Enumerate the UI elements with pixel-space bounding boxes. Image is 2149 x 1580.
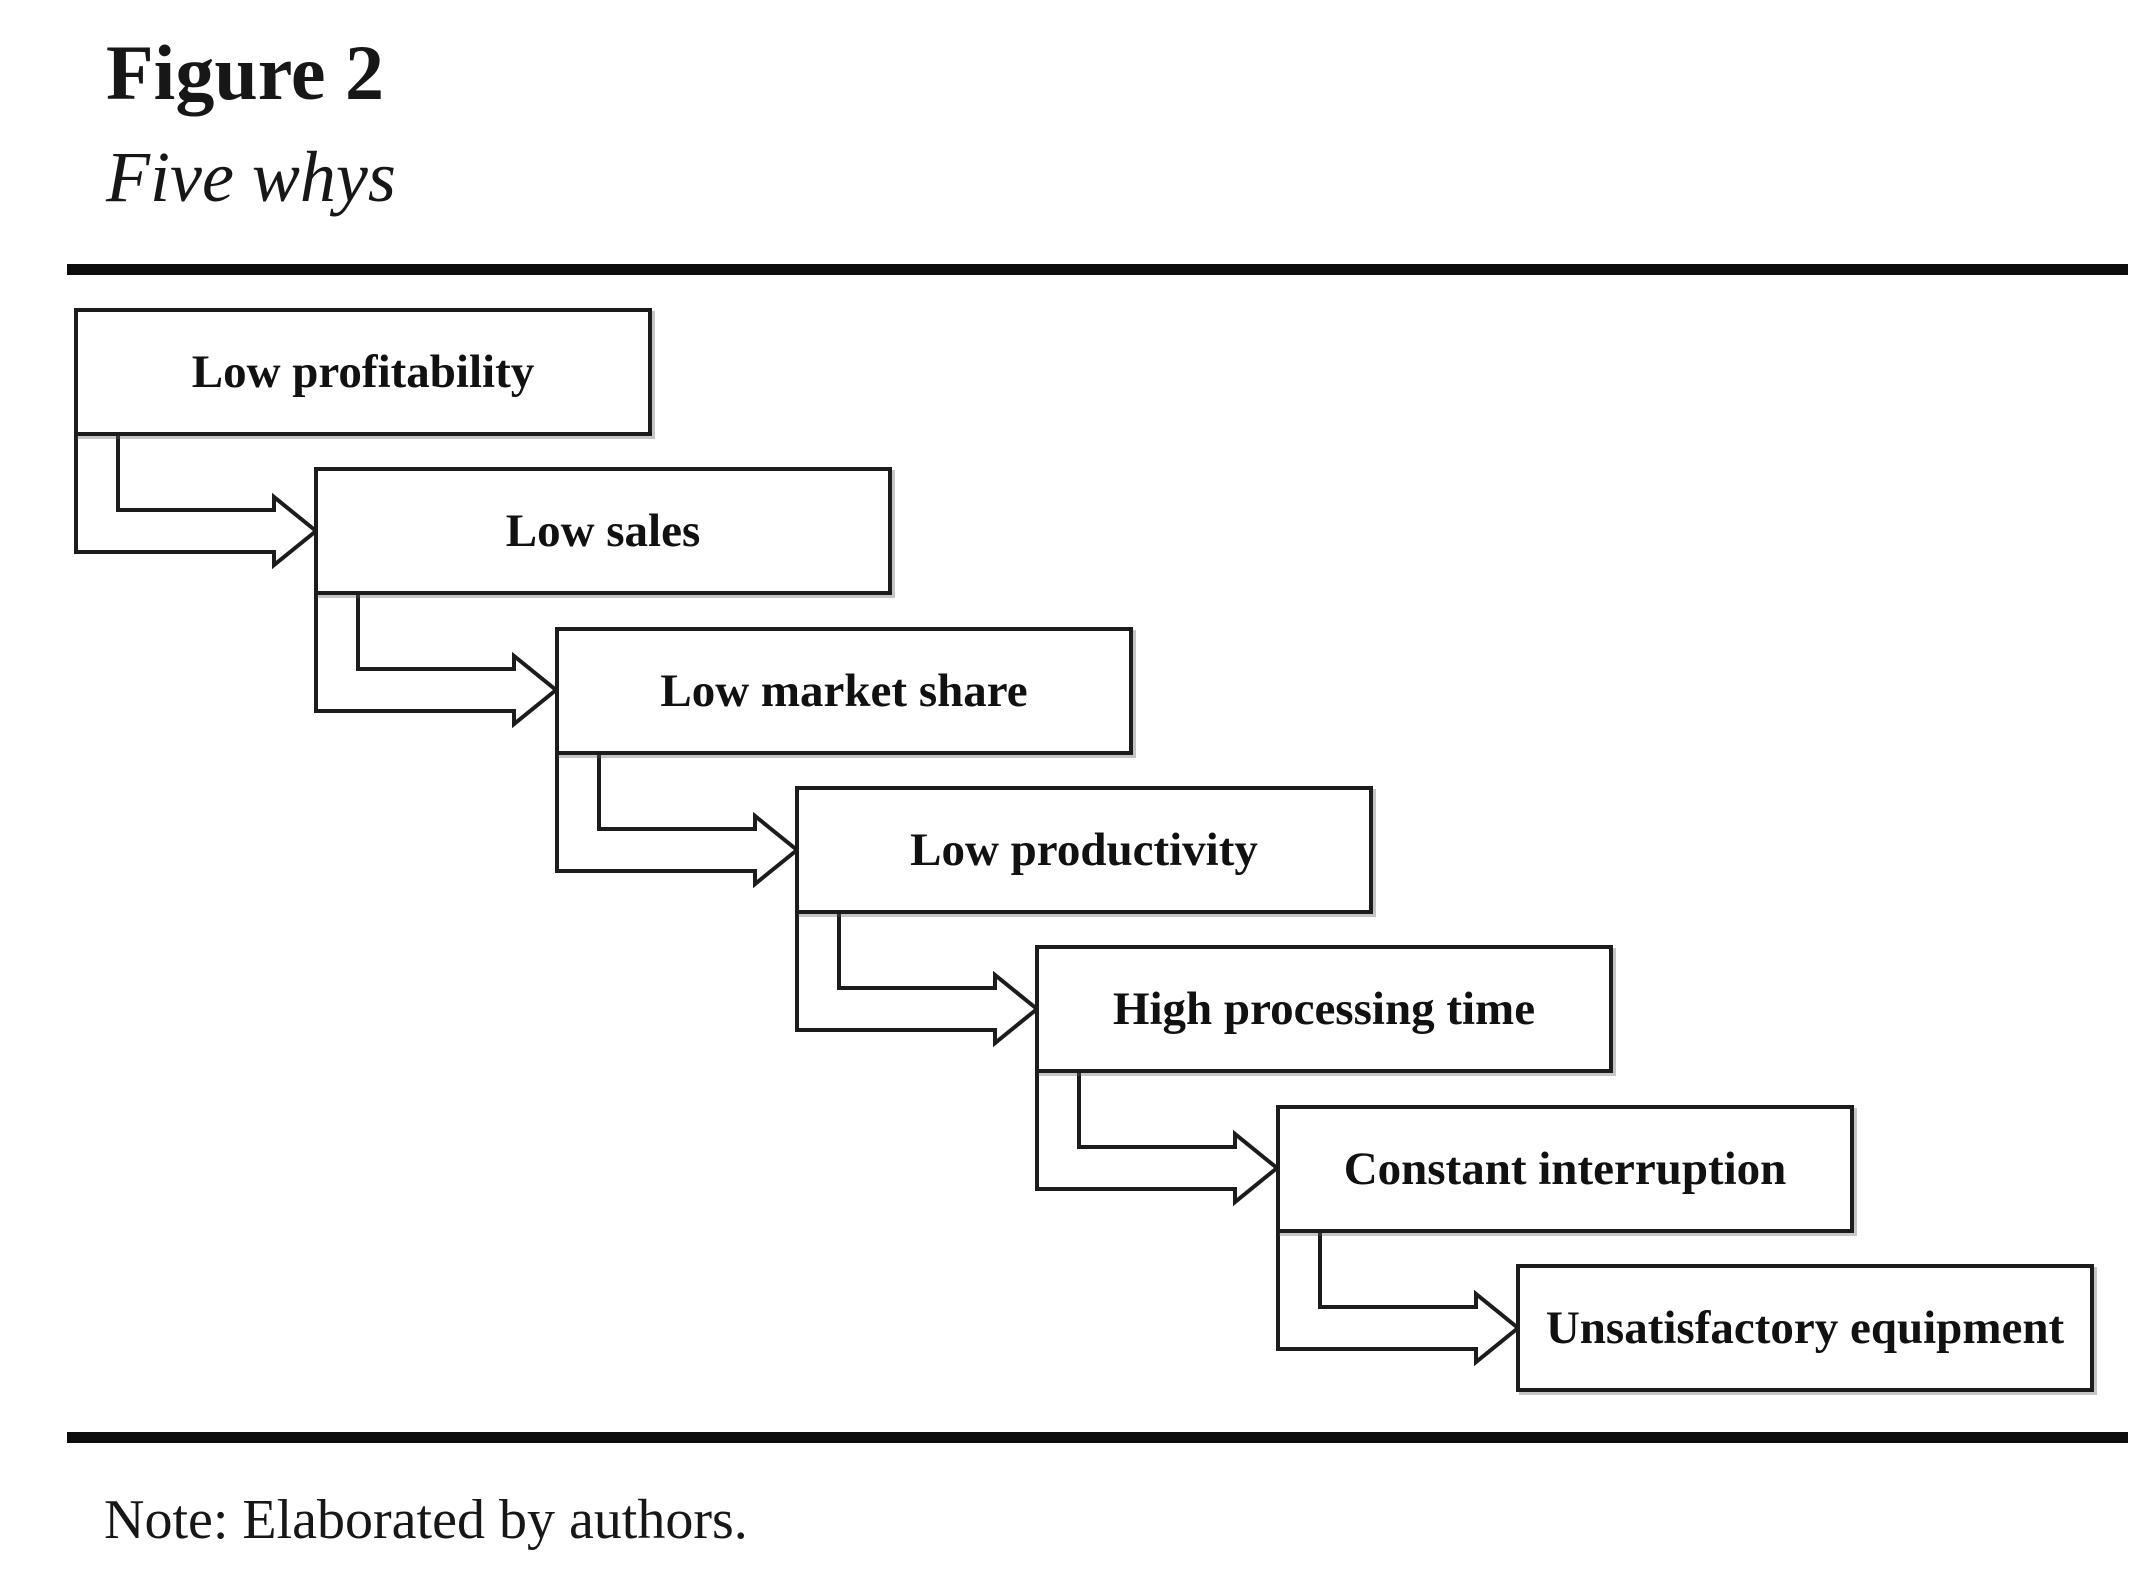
bent-arrow-connector-4 [795,909,1041,1048]
flow-node-high-processing-time: High processing time [1035,945,1613,1073]
flow-node-label: Low sales [505,505,701,557]
flow-node-unsatisfactory-equipment: Unsatisfactory equipment [1516,1264,2094,1392]
bent-arrow-icon [1035,1068,1281,1207]
flow-node-label: Constant interruption [1343,1143,1787,1195]
bent-arrow-icon [1276,1228,1522,1367]
bent-arrow-icon [74,431,320,570]
figure-note: Note: Elaborated by authors. [104,1489,748,1551]
bent-arrow-icon [795,909,1041,1048]
bent-arrow-connector-3 [555,750,801,889]
flow-node-label: High processing time [1112,983,1536,1035]
bent-arrow-connector-5 [1035,1068,1281,1207]
flow-node-low-sales: Low sales [314,467,892,595]
bent-arrow-icon [314,590,560,729]
flow-node-low-profitability: Low profitability [74,308,652,436]
flow-node-label: Low productivity [910,824,1258,876]
bottom-rule [67,1432,2128,1443]
bent-arrow-connector-2 [314,590,560,729]
bent-arrow-connector-1 [74,431,320,570]
flow-node-label: Unsatisfactory equipment [1545,1302,2065,1354]
flow-node-label: Low profitability [191,346,535,398]
bent-arrow-connector-6 [1276,1228,1522,1367]
flow-node-low-productivity: Low productivity [795,786,1373,914]
figure-label: Figure 2 [106,29,385,116]
flow-node-low-market-share: Low market share [555,627,1133,755]
figure-title: Five whys [106,137,396,217]
bent-arrow-icon [555,750,801,889]
flow-node-constant-interruption: Constant interruption [1276,1105,1854,1233]
top-rule [67,264,2128,275]
flow-node-label: Low market share [660,665,1028,717]
